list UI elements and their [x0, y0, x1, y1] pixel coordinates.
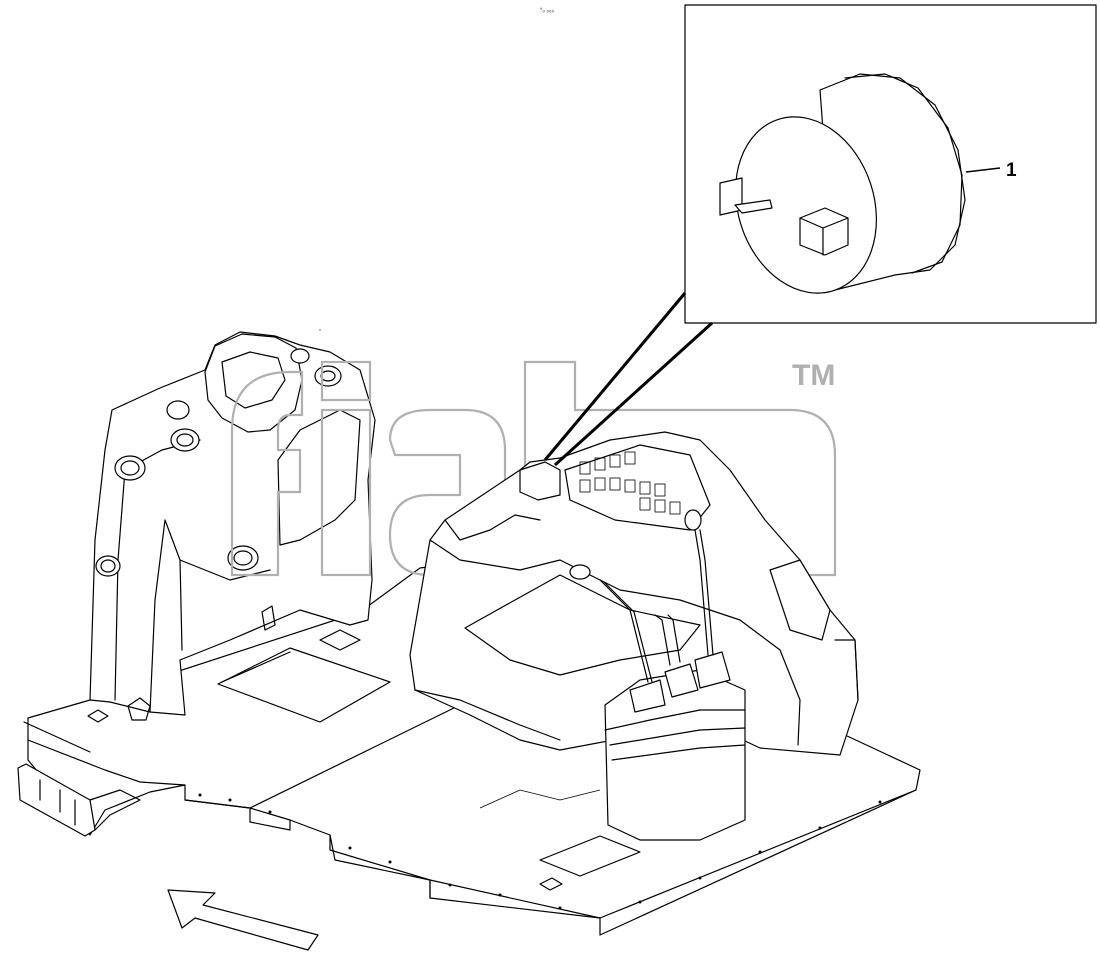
gauge-instrument — [719, 73, 966, 294]
watermark-logo: TM — [230, 359, 837, 577]
detail-inset: 1 — [543, 4, 1097, 467]
arrow-up-left-icon — [167, 889, 319, 951]
callout-1-label: 1 — [1006, 160, 1017, 181]
inset-leader-left — [543, 292, 687, 461]
reference-code: °₀ ₀₀₀ — [540, 8, 555, 14]
watermark-trademark: TM — [792, 359, 835, 392]
side-control-console — [409, 431, 859, 756]
callout-1-leader — [965, 167, 1001, 173]
joystick-control-unit — [569, 509, 746, 841]
front-step-bracket — [17, 721, 141, 837]
inset-leader-right — [553, 321, 714, 467]
